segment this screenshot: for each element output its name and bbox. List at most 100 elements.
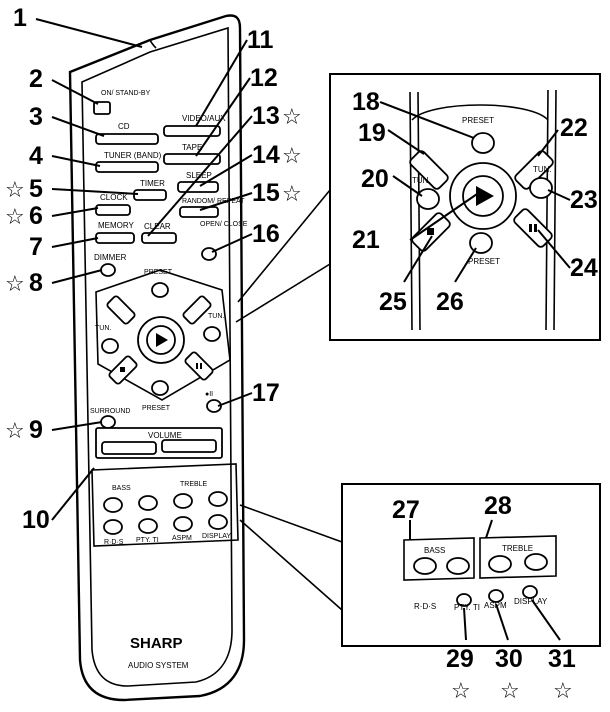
callout-25: 25: [379, 288, 407, 316]
callout-5: 5: [29, 175, 43, 203]
inset-tun-up-label: TUN.: [533, 165, 552, 174]
clear-button[interactable]: [141, 232, 177, 244]
open-close-button[interactable]: [201, 247, 217, 261]
rds-label: R·D·S: [104, 539, 124, 546]
callout-18: 18: [352, 88, 380, 116]
callout-6: 6: [29, 202, 43, 230]
on-standby-label: ON/ STAND-BY: [101, 90, 151, 97]
callout-2: 2: [29, 65, 43, 93]
callout-4: 4: [29, 142, 43, 170]
inset-pause-icon: [529, 224, 532, 232]
display-label: DISPLAY: [202, 533, 231, 540]
callout-31: 31: [548, 645, 576, 673]
volume-label: VOLUME: [148, 431, 182, 440]
callout-13: 13: [252, 102, 280, 130]
inset-preset-up-button[interactable]: [471, 132, 495, 154]
prev-track-button[interactable]: [106, 295, 136, 325]
callout-11: 11: [247, 26, 274, 54]
inset-connector-bottom-2: [239, 519, 343, 611]
dimmer-button[interactable]: [100, 263, 116, 277]
audio-system-label: AUDIO SYSTEM: [128, 661, 189, 670]
play-icon: [156, 333, 168, 347]
stop-icon: [120, 367, 125, 372]
memory-button[interactable]: [95, 232, 135, 244]
rds-button[interactable]: [103, 519, 123, 535]
rec-pause-button[interactable]: [206, 399, 222, 413]
tone-block: BASS TREBLE R·D·S PTY. TI ASPM DISPLAY: [91, 463, 239, 547]
callout-15: 15: [252, 179, 280, 207]
inset-tuning-up-button[interactable]: [529, 177, 553, 199]
cd-label: CD: [118, 122, 130, 131]
preset-down-button[interactable]: [151, 380, 169, 396]
inset-treble-down-button[interactable]: [488, 555, 512, 573]
preset-up-label: PRESET: [144, 269, 173, 276]
transport-inset: PRESET TUN. TUN. PRESET: [329, 73, 601, 341]
star-13: ☆: [282, 105, 302, 130]
on-standby-button[interactable]: [93, 101, 111, 115]
inset-display-button[interactable]: [522, 585, 538, 599]
inset-tuning-down-button[interactable]: [416, 188, 440, 210]
tuning-down-button[interactable]: [101, 338, 119, 354]
volume-up-button[interactable]: [161, 439, 217, 453]
inset-treble-label: TREBLE: [502, 544, 533, 553]
inset-rds-label: R·D·S: [414, 602, 436, 611]
callout-21: 21: [352, 226, 380, 254]
random-repeat-label: RANDOM/ REPEAT: [182, 198, 245, 205]
inset-pty-ti-button[interactable]: [456, 593, 472, 607]
rec-pause-label: ●II: [205, 391, 213, 398]
aspm-label: ASPM: [172, 535, 192, 542]
callout-14: 14: [252, 141, 280, 169]
clock-label: CLOCK: [100, 193, 128, 202]
treble-up-button[interactable]: [208, 491, 228, 507]
treble-down-button[interactable]: [173, 493, 193, 509]
callout-22: 22: [560, 114, 588, 142]
callout-8: 8: [29, 269, 43, 297]
display-button[interactable]: [208, 514, 228, 530]
pty-ti-button[interactable]: [138, 518, 158, 534]
tape-button[interactable]: [163, 153, 221, 165]
cd-button[interactable]: [95, 133, 159, 145]
next-track-button[interactable]: [182, 295, 212, 325]
inset-stop-icon: [427, 228, 434, 235]
callout-16: 16: [252, 220, 280, 248]
inset-prev-track-button[interactable]: [408, 149, 449, 190]
callout-1: 1: [13, 4, 27, 32]
random-repeat-button[interactable]: [179, 206, 219, 218]
callout-17: 17: [252, 379, 280, 407]
callout-26: 26: [436, 288, 464, 316]
bass-down-button[interactable]: [103, 497, 123, 513]
pause-button[interactable]: [184, 351, 214, 381]
tuner-band-button[interactable]: [95, 161, 159, 173]
bass-up-button[interactable]: [138, 495, 158, 511]
surround-button[interactable]: [100, 415, 116, 429]
preset-up-button[interactable]: [151, 282, 169, 298]
tone-inset: BASS TREBLE R·D·S PTY. TI ASPM DISPLAY: [341, 483, 601, 647]
timer-button[interactable]: [133, 189, 167, 201]
tuning-up-button[interactable]: [203, 326, 221, 342]
sleep-button[interactable]: [177, 181, 219, 193]
inset-treble-up-button[interactable]: [524, 553, 548, 571]
inset-pty-ti-label: PTY. TI: [454, 603, 480, 612]
inset-preset-down-button[interactable]: [469, 232, 493, 254]
pause-icon-bar: [200, 363, 202, 369]
inset-connector-bottom: [239, 504, 343, 543]
inset-bass-up-button[interactable]: [446, 557, 470, 575]
aspm-button[interactable]: [173, 516, 193, 532]
callout-30: 30: [495, 645, 523, 673]
tun-up-label: TUN.: [208, 313, 224, 320]
video-aux-button[interactable]: [163, 125, 221, 137]
clock-button[interactable]: [95, 204, 131, 216]
callout-28: 28: [484, 492, 512, 520]
star-14: ☆: [282, 144, 302, 169]
inset-bass-down-button[interactable]: [413, 557, 437, 575]
inset-aspm-button[interactable]: [488, 589, 504, 603]
callout-10: 10: [22, 506, 50, 534]
inset-tun-down-label: TUN.: [412, 176, 431, 185]
volume-down-button[interactable]: [101, 441, 157, 455]
callout-29: 29: [446, 645, 474, 673]
inset-next-track-button[interactable]: [513, 149, 554, 190]
treble-label: TREBLE: [180, 481, 208, 488]
inset-connector-top: [235, 263, 331, 323]
callout-20: 20: [361, 165, 389, 193]
